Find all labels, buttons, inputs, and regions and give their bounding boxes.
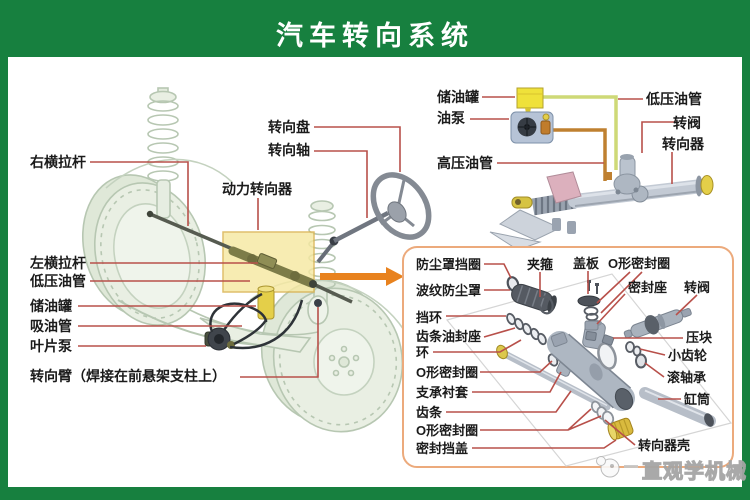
label-rack-oil-seal-seat-ring: 环 [416,345,430,360]
label-support-bushing: 支承衬套 [416,385,469,400]
label-reservoir-2: 储油罐 [437,89,479,105]
label-steering-arm: 转向臂（焊接在前悬架支柱上） [30,368,226,384]
hydraulic-schematic-drawing [510,87,618,181]
leader-lines [78,96,698,449]
label-low-pressure-pipe: 低压油管 [646,91,702,107]
vane-pump-drawing [204,327,235,351]
label-rotary-valve: 转阀 [673,115,701,131]
label-rotary-valve-part: 转阀 [684,280,711,295]
watermark-text: 直观学机械 [641,460,747,483]
label-o-ring-left-2: O形密封圈 [416,423,479,438]
label-cylinder-tube: 缸筒 [684,392,711,407]
hoses-drawing [209,292,304,350]
ghost-suspension-drawing [81,87,405,433]
label-power-steering-gear: 动力转向器 [222,181,292,197]
label-retaining-ring: 挡环 [416,310,443,325]
exploded-parts-drawing [445,273,733,467]
label-steering-wheel: 转向盘 [268,119,310,135]
rack-assembly-drawing [489,154,714,251]
label-vane-pump: 叶片泵 [30,338,72,354]
reservoir-drawing [257,285,275,320]
label-dust-boot-retaining-ring: 防尘罩挡圈 [416,257,482,272]
page-title: 汽车转向系统 [276,21,474,51]
label-roller-bearing: 滚轴承 [667,370,707,385]
label-seal-end-cover: 密封挡盖 [416,441,469,456]
label-seal-seat: 密封座 [628,280,668,295]
steering-wheel-drawing [370,172,432,240]
label-oil-pump: 油泵 [437,110,465,126]
label-corrugated-dust-boot: 波纹防尘罩 [416,283,482,298]
label-clamp: 夹箍 [527,257,554,272]
label-rack-oil-seal-seat: 齿条油封座 [416,329,482,344]
label-left-tie-rod: 左横拉杆 [30,255,86,271]
label-high-pressure-pipe: 高压油管 [437,155,493,171]
label-pressure-block: 压块 [686,330,713,345]
label-cover-plate: 盖板 [573,256,600,271]
label-steering-gear: 转向器 [662,136,704,152]
steering-linkage-drawing [146,172,432,351]
label-o-ring-left-1: O形密封圈 [416,365,479,380]
label-steering-gear-housing: 转向器壳 [638,438,691,453]
label-rack-bar: 齿条 [416,405,443,420]
watermark-logo-icon [596,456,638,478]
detail-arrow-icon [320,267,404,286]
label-o-ring-top: O形密封圈 [608,256,671,271]
label-right-tie-rod: 右横拉杆 [30,154,86,170]
label-oil-reservoir: 储油罐 [30,298,72,314]
label-steering-shaft: 转向轴 [268,142,310,158]
label-pinion: 小齿轮 [668,348,708,363]
label-suction-hose: 吸油管 [30,318,72,334]
label-low-pressure-hose: 低压油管 [30,273,86,289]
